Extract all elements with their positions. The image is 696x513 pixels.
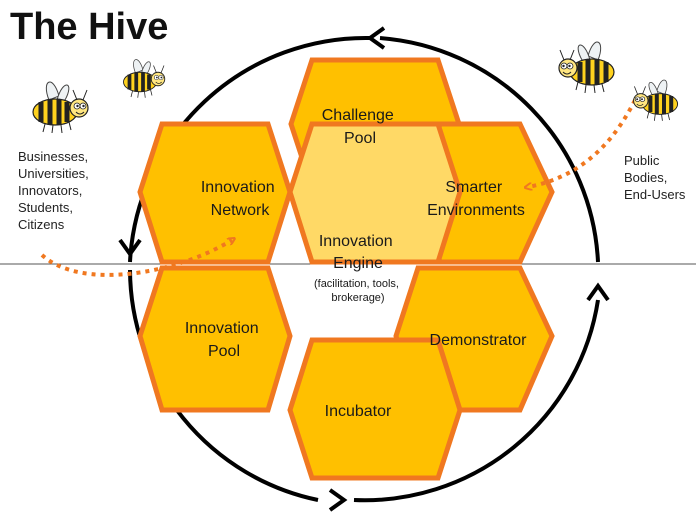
hex-incubator [287,337,463,481]
left-stakeholder-item: Citizens [18,217,65,232]
right-stakeholder-item: Public [624,153,660,168]
hex-label-demonstrator: Demonstrator [430,332,528,349]
bee-icon [634,80,678,121]
cycle-arrowhead-right [586,282,610,302]
cycle-arrowhead-bottom [328,488,348,512]
left-stakeholder-item: Students, [18,200,73,215]
hex-label-innovation-engine-detail: (facilitation, tools, brokerage) [314,278,402,304]
dotted-arrow-right [528,99,637,187]
right-stakeholders-list: Public Bodies, End-Users [624,152,685,203]
left-stakeholder-item: Universities, [18,166,89,181]
hex-label-innovation-engine: Innovation Engine [319,233,397,272]
left-stakeholder-item: Innovators, [18,183,83,198]
hex-label-incubator: Incubator [325,403,392,420]
hex-label-challenge-pool: Challenge Pool [322,107,399,147]
hex-label-innovation-network: Innovation Network [201,179,279,219]
dotted-arrow-left [40,240,232,277]
hex-innovation-engine [287,121,463,265]
hex-innovation-network [137,121,293,265]
cycle-arc-bottom-right [353,299,600,503]
left-stakeholder-item: Businesses, [18,149,89,164]
cycle-arc-top-left [128,35,371,263]
right-stakeholder-item: End-Users [624,187,686,202]
cycle-arrowhead-top [366,26,386,50]
cycle-arc-bottom-left [128,269,319,502]
cycle-arrowhead-left [118,238,142,258]
bee-icon [559,42,614,93]
hex-label-smarter-environments: Smarter Environments [427,179,525,219]
page-title: The Hive [10,6,169,48]
bee-icon [33,82,88,133]
right-stakeholder-item: Bodies, [624,170,668,185]
hex-innovation-pool [137,265,293,413]
cycle-arc-top-right [379,36,600,263]
bee-icon [121,57,167,100]
left-stakeholders-list: Businesses, Universities, Innovators, St… [18,148,89,233]
hex-label-innovation-pool: Innovation Pool [185,320,263,360]
